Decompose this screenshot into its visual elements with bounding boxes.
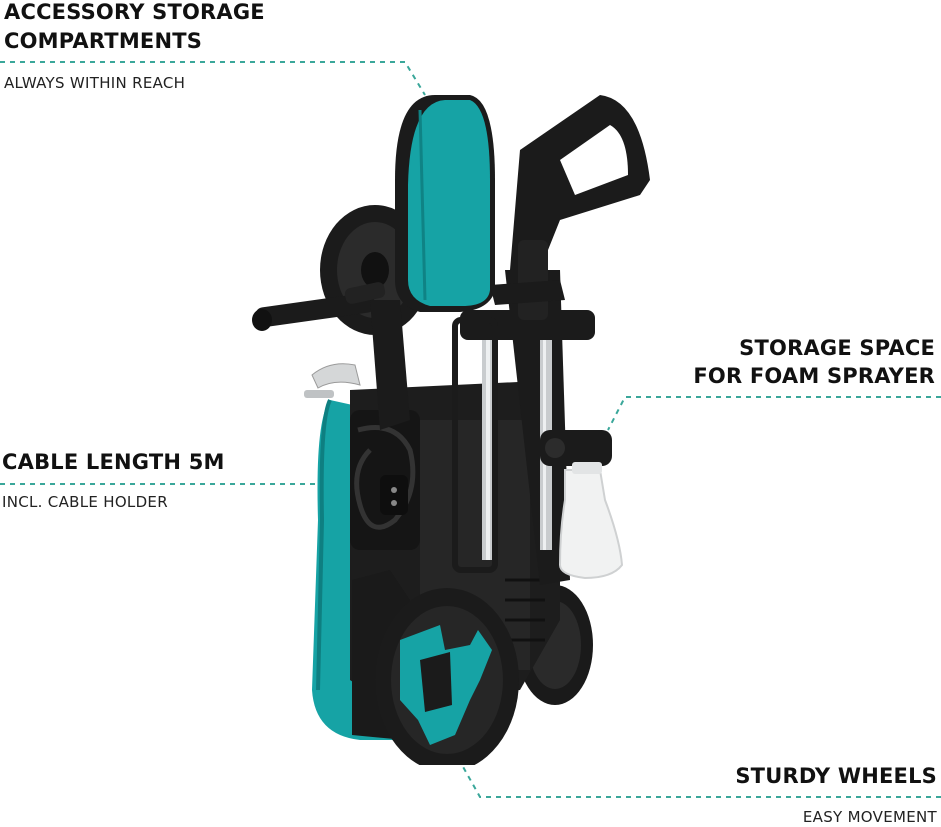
storage-title-line2: COMPARTMENTS [4, 29, 203, 53]
cable-holder [350, 410, 420, 550]
wheels-title: STURDY WHEELS [735, 764, 937, 788]
wheels-subtitle: EASY MOVEMENT [802, 808, 937, 826]
foam-sprayer [540, 430, 624, 580]
accessory-compartment [395, 95, 495, 312]
cable-title: CABLE LENGTH 5M [2, 450, 225, 474]
foam-title-line2: FOR FOAM SPRAYER [693, 364, 935, 388]
nozzle-holder [252, 282, 386, 331]
storage-title-line1: ACCESSORY STORAGE [4, 0, 265, 24]
foam-title-line1: STORAGE SPACE [739, 336, 935, 360]
storage-subtitle: ALWAYS WITHIN REACH [4, 74, 186, 92]
cable-subtitle: INCL. CABLE HOLDER [2, 493, 168, 511]
pressure-washer-image [252, 95, 650, 765]
front-wheel [375, 588, 519, 765]
